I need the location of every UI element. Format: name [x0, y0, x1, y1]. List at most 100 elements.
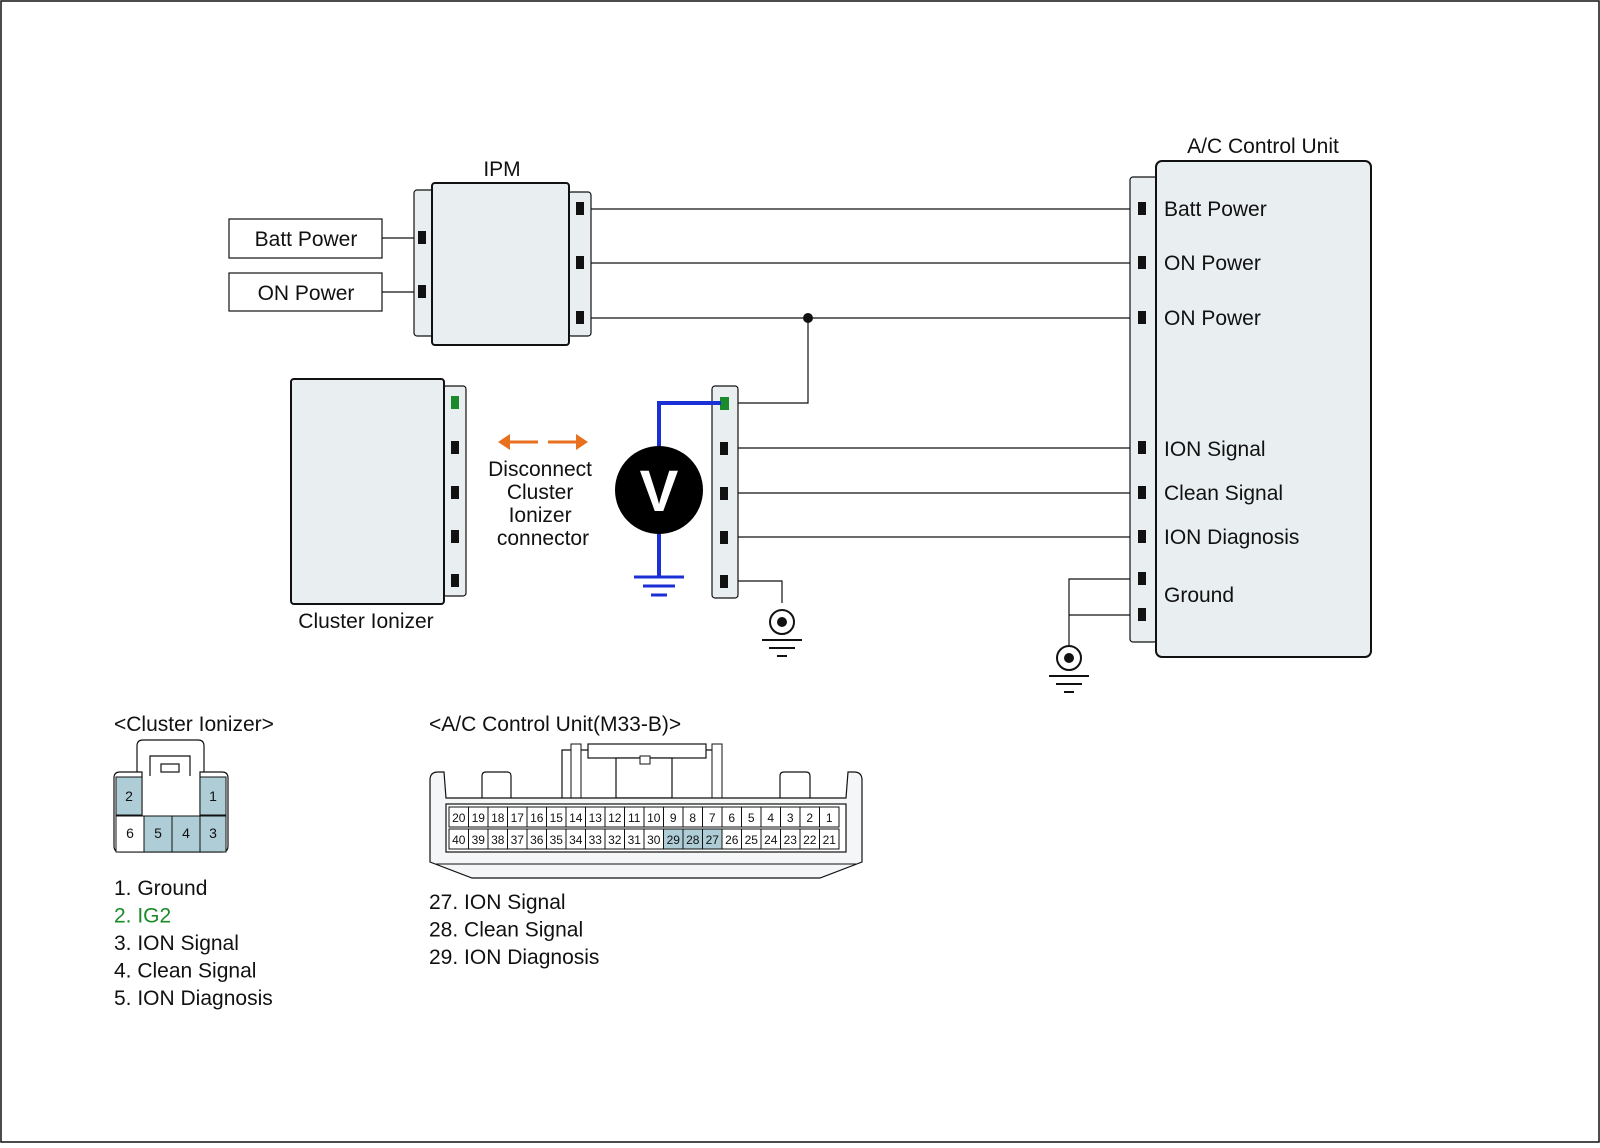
cluster-pin-5 — [143, 815, 173, 853]
cluster-pin-2 — [115, 776, 143, 816]
ground-symbol-ac — [1049, 645, 1089, 693]
ac-unit-title: A/C Control Unit — [1187, 135, 1339, 158]
cluster-connector-face: <Cluster Ionizer> 2 1 6 5 4 3 1. Ground2… — [113, 713, 274, 1010]
latch-housing — [136, 739, 205, 774]
ground-dot — [1064, 653, 1074, 663]
cluster-legend-item: 2. IG2 — [114, 905, 171, 928]
latch-key — [160, 763, 180, 773]
ac-pin-number: 17 — [511, 811, 525, 825]
harness-pin-2 — [720, 442, 728, 455]
ac-pin-clean-signal — [1138, 486, 1146, 499]
disconnect-instruction: Disconnect Cluster Ionizer connector — [488, 458, 598, 550]
ac-pin-number: 18 — [491, 811, 505, 825]
ipm-out-pin-1 — [576, 202, 584, 215]
ipm-pin-on — [418, 285, 426, 298]
lock-post-left — [570, 743, 582, 799]
voltmeter: V — [615, 401, 721, 597]
meter-lead-positive — [657, 401, 721, 449]
arrow-right-head — [576, 434, 588, 450]
harness-connector — [711, 385, 739, 599]
ac-pin-number: 40 — [452, 833, 466, 847]
ac-pin-number: 8 — [689, 811, 696, 825]
voltmeter-circle — [615, 446, 703, 534]
cluster-legend-item: 5. ION Diagnosis — [114, 987, 273, 1010]
harness-pin-ig2 — [720, 397, 729, 410]
ac-pin-number: 22 — [803, 833, 817, 847]
ac-pin-number: 12 — [608, 811, 622, 825]
lock-center — [615, 757, 673, 799]
ac-label-on-power-2: ON Power — [1164, 307, 1261, 330]
ac-legend-item: 29. ION Diagnosis — [429, 946, 599, 969]
cluster-legend-item: 3. ION Signal — [114, 932, 239, 955]
ac-pin-number: 27 — [706, 833, 720, 847]
ac-pin-number: 39 — [472, 833, 486, 847]
ac-label-clean-signal: Clean Signal — [1164, 482, 1283, 505]
ac-label-ground: Ground — [1164, 584, 1234, 607]
ac-pin-number: 35 — [550, 833, 564, 847]
ipm-title: IPM — [483, 158, 520, 181]
lock-post-right — [711, 743, 723, 799]
arrow-left-head — [498, 434, 510, 450]
ac-pin-ground-1 — [1138, 572, 1146, 585]
ac-pin-cell — [819, 828, 840, 850]
ac-pin-number: 1 — [826, 811, 833, 825]
ac-pin-cell — [819, 806, 840, 828]
batt-power-label: Batt Power — [255, 228, 358, 251]
voltmeter-symbol: V — [640, 459, 679, 524]
ac-pin-ion-signal — [1138, 441, 1146, 454]
on-power-label: ON Power — [258, 282, 355, 305]
cluster-ionizer-pin-3 — [451, 486, 459, 499]
ac-pin-number: 31 — [628, 833, 642, 847]
ac-pin-number: 23 — [784, 833, 798, 847]
cluster-ionizer-pin-4 — [451, 530, 459, 543]
ac-pin-number: 20 — [452, 811, 466, 825]
ac-pin-number: 29 — [667, 833, 681, 847]
ac-pin-number: 11 — [628, 811, 641, 825]
ac-pin-number: 16 — [530, 811, 544, 825]
ac-connector-title: <A/C Control Unit(M33-B)> — [429, 713, 681, 736]
cluster-ionizer-pin-5 — [451, 574, 459, 587]
ac-label-batt-power: Batt Power — [1164, 198, 1267, 221]
ac-pin-number: 21 — [823, 833, 837, 847]
ac-pin-number: 26 — [725, 833, 739, 847]
cluster-pin-4 — [171, 815, 201, 853]
ac-pin-number: 24 — [764, 833, 778, 847]
cluster-pin-label: 2 — [125, 788, 133, 804]
ac-label-on-power-1: ON Power — [1164, 252, 1261, 275]
ac-pin-number: 7 — [709, 811, 716, 825]
batt-power-box — [228, 218, 383, 259]
ac-label-ion-signal: ION Signal — [1164, 438, 1266, 461]
cluster-pin-label: 1 — [209, 788, 217, 804]
ac-legend-item: 27. ION Signal — [429, 891, 566, 914]
cluster-pin-label: 6 — [126, 825, 134, 841]
ground-symbol-harness — [762, 609, 802, 657]
ac-pin-number: 10 — [647, 811, 661, 825]
ipm-module: IPM — [413, 158, 592, 346]
ac-pin-number: 14 — [569, 811, 583, 825]
ipm-pin-batt — [418, 231, 426, 244]
ac-pin-ground-2 — [1138, 608, 1146, 621]
ac-label-ion-diagnosis: ION Diagnosis — [1164, 526, 1299, 549]
cluster-ionizer-title: Cluster Ionizer — [298, 610, 433, 633]
ac-pin-on-2 — [1138, 311, 1146, 324]
ac-pin-number: 34 — [569, 833, 583, 847]
ac-pin-ion-diagnosis — [1138, 530, 1146, 543]
ac-pin-number: 36 — [530, 833, 544, 847]
ac-pin-number: 5 — [748, 811, 755, 825]
lock-key — [639, 755, 651, 765]
ground-dot — [777, 617, 787, 627]
cluster-ionizer-pin-2 — [451, 441, 459, 454]
clip-left — [481, 771, 512, 798]
ac-pin-number: 4 — [767, 811, 774, 825]
ac-pin-number: 2 — [806, 811, 813, 825]
ipm-out-pin-3 — [576, 311, 584, 324]
cluster-ionizer-box — [290, 378, 445, 605]
ac-pin-number: 33 — [589, 833, 603, 847]
harness-pin-3 — [720, 487, 728, 500]
